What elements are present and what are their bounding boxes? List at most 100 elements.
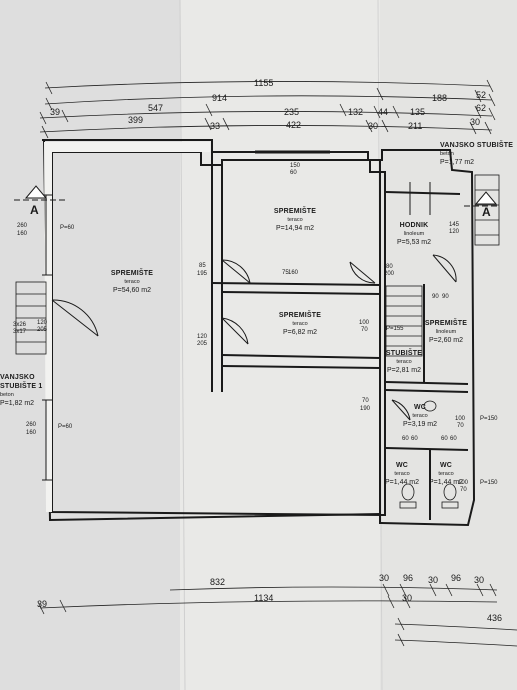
window-145-w: 145 bbox=[449, 222, 460, 228]
room-area: P=5,53 m2 bbox=[396, 239, 432, 246]
dim-914: 914 bbox=[212, 93, 228, 103]
door-60a-h: 60 bbox=[411, 436, 418, 442]
dim-235: 235 bbox=[284, 107, 300, 117]
door-p150a: P=150 bbox=[480, 416, 498, 422]
window-145-h: 120 bbox=[449, 229, 460, 235]
door-120-h: 205 bbox=[37, 327, 48, 333]
room-name-line2: STUBIŠTE 1 bbox=[0, 383, 43, 390]
room-area: P=2,60 m2 bbox=[428, 337, 464, 344]
dimension-lines-bottom bbox=[39, 586, 517, 647]
window-260-top-p: P=60 bbox=[60, 225, 75, 231]
room-name: VANJSKO STUBIŠTE bbox=[440, 142, 514, 149]
dim-62: 62 bbox=[476, 103, 487, 113]
dim-132: 132 bbox=[348, 107, 364, 117]
section-label-right: A bbox=[482, 205, 491, 219]
door-60a-w: 60 bbox=[402, 436, 409, 442]
door-p150b: P=150 bbox=[480, 480, 498, 486]
dim-30-top-right: 30 bbox=[470, 117, 481, 127]
room-name: SPREMIŠTE bbox=[110, 270, 154, 277]
room-area: P=2,81 m2 bbox=[386, 367, 422, 374]
door-swings bbox=[51, 182, 457, 421]
room-floor: teraco bbox=[412, 413, 428, 419]
door-100b-h: 70 bbox=[457, 423, 464, 429]
room-floor: beton bbox=[0, 392, 14, 398]
dim-422: 422 bbox=[286, 120, 302, 130]
dim-135: 135 bbox=[410, 107, 426, 117]
window-260-bot-h: 160 bbox=[26, 430, 37, 436]
room-area: P=1,44 m2 bbox=[384, 479, 420, 486]
room-area: P=6,82 m2 bbox=[282, 329, 318, 336]
room-name: WC bbox=[395, 462, 409, 469]
room-area: P=1,77 m2 bbox=[440, 159, 475, 166]
door-120b-h: 205 bbox=[197, 341, 208, 347]
dim-30-top: 30 bbox=[368, 121, 379, 131]
dim-832: 832 bbox=[210, 577, 226, 587]
door-100c-w: 100 bbox=[458, 480, 469, 486]
room-area: P=3,19 m2 bbox=[402, 421, 438, 428]
toilet-fixtures bbox=[399, 400, 459, 509]
stair-3x26: 3x26 bbox=[13, 322, 27, 328]
section-markers bbox=[14, 185, 500, 207]
room-wc-top: WC teraco P=3,19 m2 bbox=[398, 404, 442, 430]
paper-fold-left bbox=[179, 0, 186, 690]
room-name: WC bbox=[439, 462, 453, 469]
room-area: P=1,44 m2 bbox=[428, 479, 464, 486]
door-60b-w: 60 bbox=[441, 436, 448, 442]
dim-39-top: 39 bbox=[50, 107, 61, 117]
dim-30-b2: 30 bbox=[428, 575, 439, 585]
dim-96-a: 96 bbox=[403, 573, 414, 583]
door-100b-w: 100 bbox=[455, 416, 466, 422]
room-name: SPREMIŠTE bbox=[424, 320, 468, 327]
room-floor: teraco bbox=[394, 471, 410, 477]
staircase bbox=[15, 174, 500, 357]
room-floor: teraco bbox=[396, 359, 412, 365]
door-120-w: 120 bbox=[37, 320, 48, 326]
room-floor: teraco bbox=[287, 217, 303, 223]
door-80-w: 80 bbox=[386, 264, 393, 270]
window-150: 150 bbox=[290, 163, 301, 169]
room-spremiste-14: SPREMIŠTE teraco P=14,94 m2 bbox=[255, 208, 335, 234]
dim-44: 44 bbox=[378, 107, 389, 117]
dim-188: 188 bbox=[432, 93, 448, 103]
room-floor: linoleum bbox=[403, 231, 425, 237]
paper-panel-left bbox=[0, 0, 180, 690]
dim-30-b4: 30 bbox=[402, 593, 413, 603]
vent-160: 160 bbox=[288, 270, 299, 276]
door-60b-h: 60 bbox=[450, 436, 457, 442]
door-85-w: 85 bbox=[199, 263, 206, 269]
vent-75: 75 bbox=[282, 270, 289, 276]
window-260-top-h: 160 bbox=[17, 231, 28, 237]
room-name-line1: VANJSKO bbox=[0, 374, 35, 381]
room-area: P=54,60 m2 bbox=[113, 287, 151, 294]
door-80-h: 200 bbox=[384, 271, 395, 277]
room-spremiste-2: SPREMIŠTE linoleum P=2,60 m2 bbox=[424, 320, 468, 346]
room-hodnik: HODNIK linoleum P=5,53 m2 bbox=[388, 222, 440, 248]
dim-39-bottom: 39 bbox=[37, 599, 48, 609]
dimension-ticks-top bbox=[39, 79, 496, 139]
room-spremiste-54: SPREMIŠTE teraco P=54,60 m2 bbox=[92, 270, 172, 296]
dimension-ticks-bottom bbox=[37, 583, 497, 647]
door-100c-h: 70 bbox=[460, 487, 467, 493]
room-floor: teraco bbox=[438, 471, 454, 477]
stair-3x17: 3x17 bbox=[13, 329, 27, 335]
room-vanjsko-stubiste-1: VANJSKO STUBIŠTE 1 beton P=1,82 m2 bbox=[0, 374, 48, 409]
door-120b-w: 120 bbox=[197, 334, 208, 340]
room-name: WC bbox=[413, 404, 427, 411]
door-90-h: 90 bbox=[442, 294, 449, 300]
window-260-bot-w: 260 bbox=[26, 422, 37, 428]
door-100a-h: 70 bbox=[361, 327, 368, 333]
room-wc-right: WC teraco P=1,44 m2 bbox=[428, 462, 464, 488]
room-name: SPREMIŠTE bbox=[273, 208, 317, 215]
room-floor: teraco bbox=[124, 279, 140, 285]
room-name: HODNIK bbox=[399, 222, 429, 229]
dim-96-b: 96 bbox=[451, 573, 462, 583]
dim-211: 211 bbox=[408, 121, 423, 131]
room-floor: linoleum bbox=[435, 329, 457, 335]
section-label-left: A bbox=[30, 203, 39, 217]
room-stubiste: STUBIŠTE teraco P=2,81 m2 bbox=[382, 350, 426, 376]
room-floor: teraco bbox=[292, 321, 308, 327]
dim-1134: 1134 bbox=[254, 593, 274, 603]
interior-walls bbox=[211, 152, 469, 523]
window-260-bot-p: P=60 bbox=[58, 424, 73, 430]
